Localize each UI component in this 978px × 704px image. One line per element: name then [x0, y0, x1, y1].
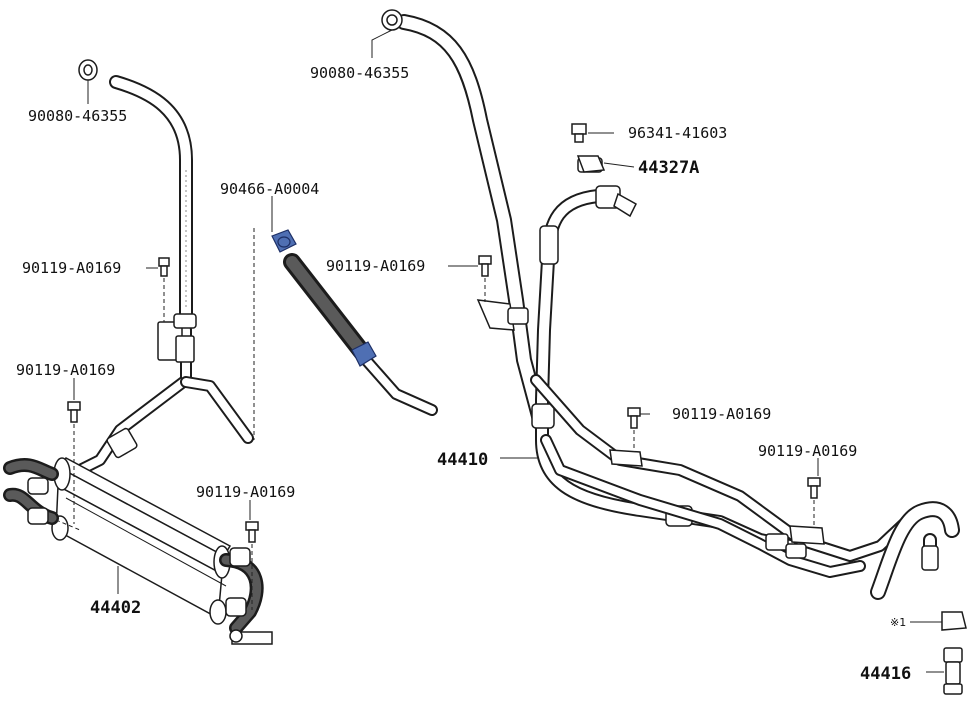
return-tube: [530, 374, 918, 578]
cooler-right-hoses: [219, 547, 273, 645]
bolt-center-icon: [478, 255, 492, 277]
bolt-left-upper-icon: [158, 257, 170, 277]
left-clamp-bracket: [106, 313, 197, 459]
bolt-cooler-icon: [245, 521, 259, 543]
callout-union: 44416: [860, 664, 911, 684]
blue-clip-upper: [271, 229, 297, 253]
callout-bolt-center: 90119-A0169: [326, 257, 425, 275]
callout-bolt-right-2: 90119-A0169: [758, 442, 857, 460]
callout-clip: 90466-A0004: [220, 180, 319, 198]
right-brackets: [476, 299, 825, 559]
left-return-hose: [109, 75, 193, 327]
callout-cooler-assy: 44402: [90, 598, 141, 618]
left-steel-pipe: [74, 324, 254, 476]
bolt-right-1-icon: [627, 407, 641, 429]
bolt-top-icon: [571, 123, 587, 143]
callout-note-mark: ※1: [890, 616, 906, 629]
callout-bolt-right-1: 90119-A0169: [672, 405, 771, 423]
bolt-right-2-icon: [807, 477, 821, 499]
right-clamp-top: [381, 9, 403, 31]
callout-clamp-left: 90080-46355: [28, 107, 127, 125]
callout-bolt-left-lower: 90119-A0169: [16, 361, 115, 379]
right-return-hose: [396, 14, 548, 428]
pressure-hose: [531, 189, 797, 553]
bracket-44327a-icon: [576, 155, 606, 173]
callout-tube-assy: 44410: [437, 450, 488, 470]
union-fitting: [941, 611, 967, 695]
left-clamp-top: [78, 59, 98, 81]
callout-bolt-left-upper: 90119-A0169: [22, 259, 121, 277]
center-dark-hose: [283, 253, 438, 416]
right-end-tube: [870, 501, 960, 600]
blue-clip-lower: [351, 341, 377, 367]
callout-bracket: 44327A: [638, 158, 699, 178]
callout-bolt-top: 96341-41603: [628, 124, 727, 142]
bolt-left-lower-icon: [67, 401, 81, 423]
oil-cooler: [51, 457, 232, 625]
callout-clamp-top: 90080-46355: [310, 64, 409, 82]
callout-bolt-cooler: 90119-A0169: [196, 483, 295, 501]
cooler-left-hoses: [3, 458, 59, 525]
